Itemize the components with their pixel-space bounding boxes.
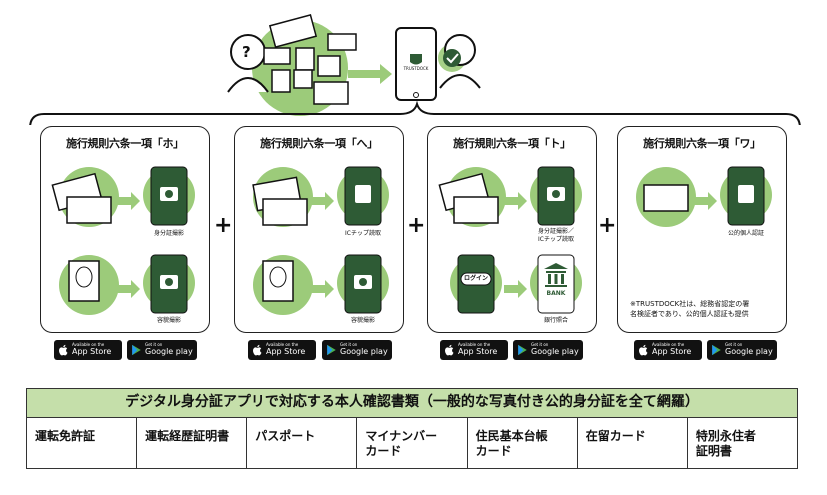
documents-table-header: デジタル身分証アプリで対応する本人確認書類（一般的な写真付き公的身分証を全て網羅… bbox=[26, 388, 798, 418]
card-ho-illustration bbox=[51, 166, 195, 315]
card-he-illustration bbox=[252, 166, 389, 315]
table-cell: パスポート bbox=[247, 417, 358, 468]
google-play-icon bbox=[132, 344, 141, 356]
bracket bbox=[29, 100, 801, 125]
documents-icon bbox=[263, 14, 357, 105]
table-cell: マイナンバーカード bbox=[357, 417, 468, 468]
bank-icon bbox=[544, 263, 568, 287]
table-cell: 在留カード bbox=[578, 417, 688, 468]
card-title: 施行規則六条一項「ト」 bbox=[453, 137, 571, 150]
question-mark: ? bbox=[242, 43, 251, 61]
note-line1: ※TRUSTDOCK社は、総務省認定の署 bbox=[630, 300, 750, 308]
plus-sign: + bbox=[598, 213, 617, 238]
app-store-button[interactable]: Available on the App Store bbox=[440, 340, 508, 360]
app-store-button[interactable]: Available on the App Store bbox=[248, 340, 316, 360]
table-cell: 住民基本台帳カード bbox=[468, 417, 578, 468]
card-wa: 施行規則六条一項「ワ」 公的個人認証 ※TRUSTDOCK社は、総務省認定の署 … bbox=[617, 126, 787, 333]
caption-1: ICチップ読取 bbox=[345, 230, 381, 237]
caption-2: 銀行照合 bbox=[543, 317, 568, 324]
caption-1: 公的個人認証 bbox=[727, 230, 764, 237]
google-play-icon bbox=[327, 344, 336, 356]
login-label: ログイン bbox=[463, 275, 488, 282]
card-he: 施行規則六条一項「へ」 ICチップ読取 容貌撮影 bbox=[234, 126, 404, 333]
card-to: 施行規則六条一項「ト」 身分証撮影／ ICチップ読取 ログイン BANK 銀行照… bbox=[427, 126, 597, 333]
arrow-to-phone bbox=[348, 64, 392, 84]
apple-icon bbox=[59, 344, 68, 356]
person-check-icon bbox=[438, 34, 481, 89]
apple-icon bbox=[253, 344, 262, 356]
card-title: 施行規則六条一項「ワ」 bbox=[643, 137, 761, 150]
card-to-illustration bbox=[438, 166, 582, 314]
card-ho: 施行規則六条一項「ホ」 身分証撮影 容貌撮影 bbox=[40, 126, 210, 333]
table-cell: 運転免許証 bbox=[27, 417, 138, 468]
card-title: 施行規則六条一項「へ」 bbox=[260, 137, 378, 150]
my-number-card-icon bbox=[643, 184, 689, 212]
caption-1-line1: 身分証撮影／ bbox=[537, 228, 574, 235]
apple-icon bbox=[639, 344, 648, 356]
face-photo-icon bbox=[68, 260, 100, 302]
apple-icon bbox=[445, 344, 454, 356]
caption-1-line2: ICチップ読取 bbox=[538, 236, 574, 243]
google-play-button[interactable]: Get it on Google play bbox=[707, 340, 777, 360]
google-play-button[interactable]: Get it on Google play bbox=[322, 340, 392, 360]
card-wa-illustration bbox=[636, 166, 772, 227]
caption-2: 容貌撮影 bbox=[350, 317, 375, 324]
note-line2: 名検証者であり、公的個人認証も提供 bbox=[630, 310, 749, 318]
person-question-icon bbox=[227, 34, 269, 93]
app-store-button[interactable]: Available on the App Store bbox=[54, 340, 122, 360]
plus-sign: + bbox=[214, 213, 233, 238]
card-title: 施行規則六条一項「ホ」 bbox=[66, 137, 184, 150]
trustdock-phone-icon bbox=[395, 27, 437, 101]
app-store-button[interactable]: Available on the App Store bbox=[634, 340, 702, 360]
table-cell: 運転経歴証明書 bbox=[137, 417, 248, 468]
caption-1: 身分証撮影 bbox=[153, 230, 184, 237]
top-illustration bbox=[29, 14, 801, 125]
google-play-icon bbox=[518, 344, 527, 356]
table-cell: 特別永住者証明書 bbox=[695, 429, 756, 458]
google-play-button[interactable]: Get it on Google play bbox=[127, 340, 197, 360]
caption-2: 容貌撮影 bbox=[156, 317, 181, 324]
trustdock-label: TRUSTDOCK bbox=[403, 66, 429, 71]
google-play-button[interactable]: Get it on Google play bbox=[513, 340, 583, 360]
bank-label: BANK bbox=[546, 290, 566, 297]
documents-table-row: 運転免許証 運転経歴証明書 パスポート マイナンバーカード 住民基本台帳カード … bbox=[26, 417, 798, 469]
plus-sign: + bbox=[407, 213, 426, 238]
face-photo-icon bbox=[262, 260, 294, 302]
google-play-icon bbox=[712, 344, 721, 356]
